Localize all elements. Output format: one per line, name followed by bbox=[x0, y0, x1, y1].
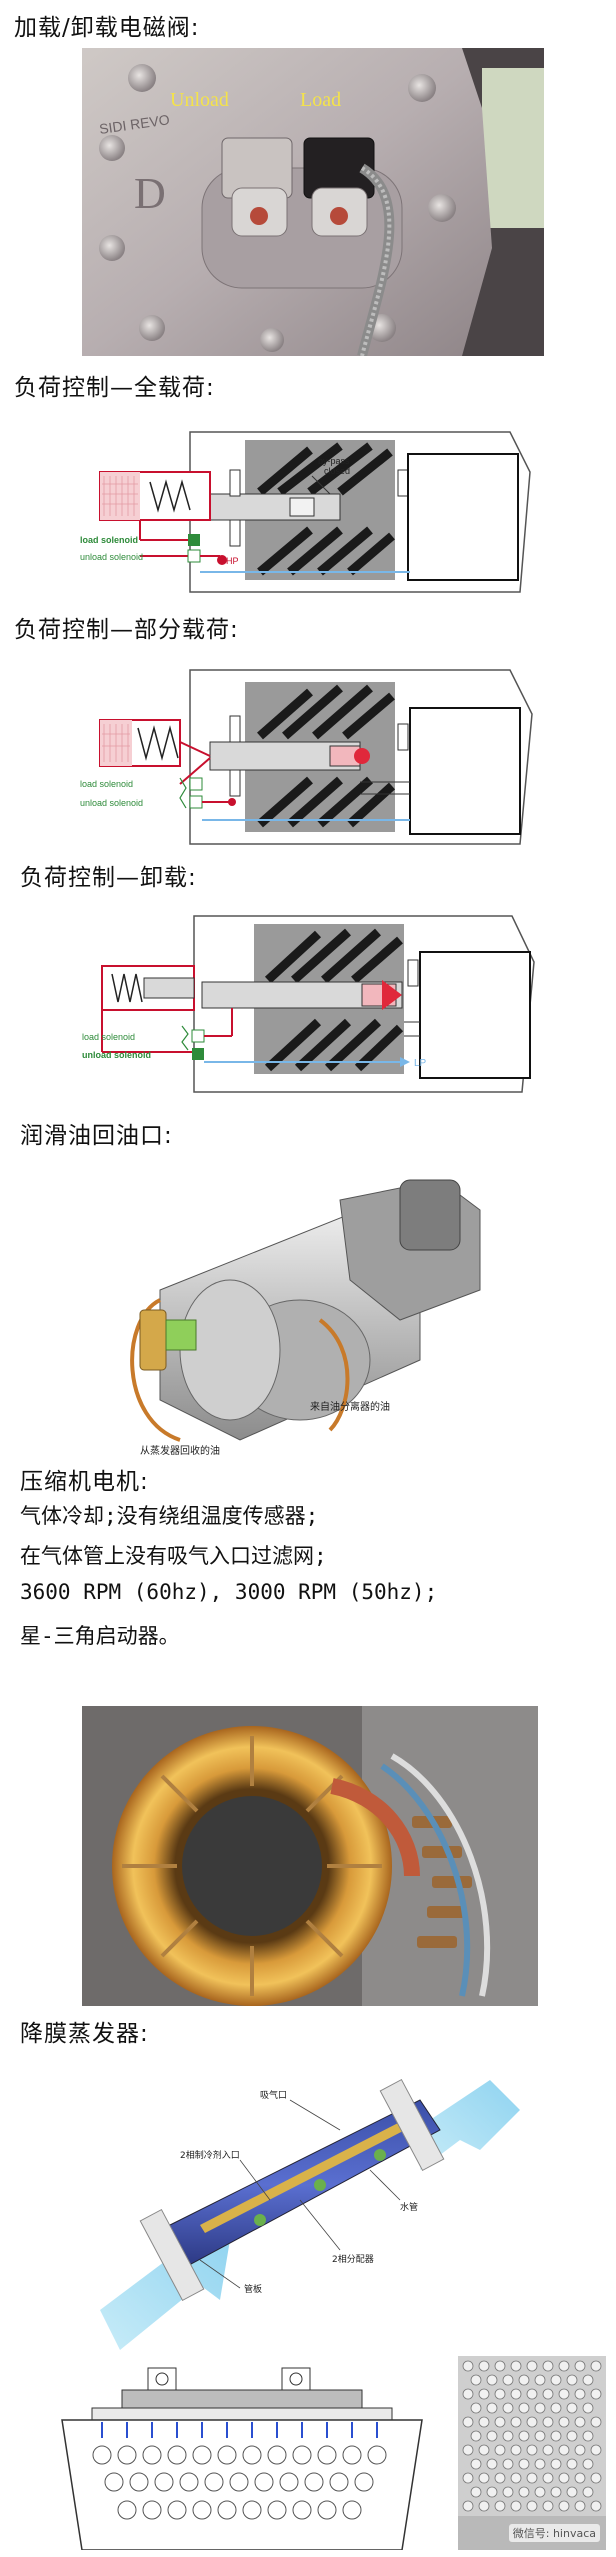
solenoid-valve-photo: SIDI REVO D Unload Load bbox=[82, 48, 544, 356]
bypass-label: by-pass bbox=[318, 456, 350, 466]
motor-stator-photo bbox=[82, 1706, 538, 2006]
full-load-diagram: by-pass closed HP load solenoid unload s… bbox=[80, 412, 540, 602]
suction-label: 吸气口 bbox=[260, 2089, 287, 2101]
lp-label: LP bbox=[414, 1058, 427, 1069]
section-heading-full-load: 负荷控制—全载荷: bbox=[14, 375, 215, 401]
distributor-label: 2相分配器 bbox=[332, 2253, 374, 2265]
evaporator-section-diagram bbox=[52, 2360, 452, 2550]
section-heading-unload: 负荷控制—卸载: bbox=[20, 865, 197, 891]
oil-return-illustration: 来自油分离器的油 从蒸发器回收的油 bbox=[100, 1160, 530, 1460]
load-photo-label: Load bbox=[300, 89, 341, 111]
section-heading-oil-return: 润滑油回油口: bbox=[20, 1123, 173, 1149]
motor-spec-line: 在气体管上没有吸气入口过滤网; bbox=[20, 1544, 327, 1568]
motor-spec-line: 3600 RPM (60hz), 3000 RPM (50hz); bbox=[20, 1580, 438, 1604]
closed-label: closed bbox=[324, 466, 350, 476]
watermark: 微信号: hinvaca bbox=[508, 2524, 600, 2542]
unload-solenoid-label: unload solenoid bbox=[80, 552, 143, 562]
motor-spec-line: 星-三角启动器。 bbox=[20, 1624, 180, 1648]
motor-spec-line: 气体冷却;没有绕组温度传感器; bbox=[20, 1504, 319, 1528]
section-heading-motor: 压缩机电机: bbox=[20, 1469, 149, 1495]
tube-bundle-photo: 微信号: hinvaca bbox=[458, 2356, 606, 2550]
section-heading-solenoid: 加载/卸载电磁阀: bbox=[14, 15, 200, 41]
section-heading-part-load: 负荷控制—部分载荷: bbox=[14, 617, 239, 643]
casting-letter: D bbox=[134, 169, 166, 218]
tube-sheet-label: 管板 bbox=[244, 2283, 262, 2295]
load-solenoid-label: load solenoid bbox=[82, 1032, 135, 1042]
water-tube-label: 水管 bbox=[400, 2201, 418, 2213]
hp-label: HP bbox=[226, 556, 239, 566]
unload-solenoid-label: unload solenoid bbox=[82, 1050, 151, 1060]
unload-diagram: LP load solenoid unload solenoid bbox=[82, 902, 542, 1102]
evaporator-illustration: 吸气口 2相制冷剂入口 水管 2相分配器 管板 bbox=[100, 2060, 540, 2350]
load-solenoid-label: load solenoid bbox=[80, 535, 138, 545]
unload-photo-label: Unload bbox=[170, 89, 229, 111]
refrigerant-inlet-label: 2相制冷剂入口 bbox=[180, 2149, 240, 2161]
unload-solenoid-label: unload solenoid bbox=[80, 798, 143, 808]
section-heading-evaporator: 降膜蒸发器: bbox=[20, 2021, 149, 2047]
load-solenoid-label: load solenoid bbox=[80, 779, 133, 789]
part-load-diagram: load solenoid unload solenoid bbox=[80, 654, 540, 854]
oil-from-evaporator-label: 从蒸发器回收的油 bbox=[140, 1444, 220, 1457]
oil-from-separator-label: 来自油分离器的油 bbox=[310, 1400, 390, 1413]
